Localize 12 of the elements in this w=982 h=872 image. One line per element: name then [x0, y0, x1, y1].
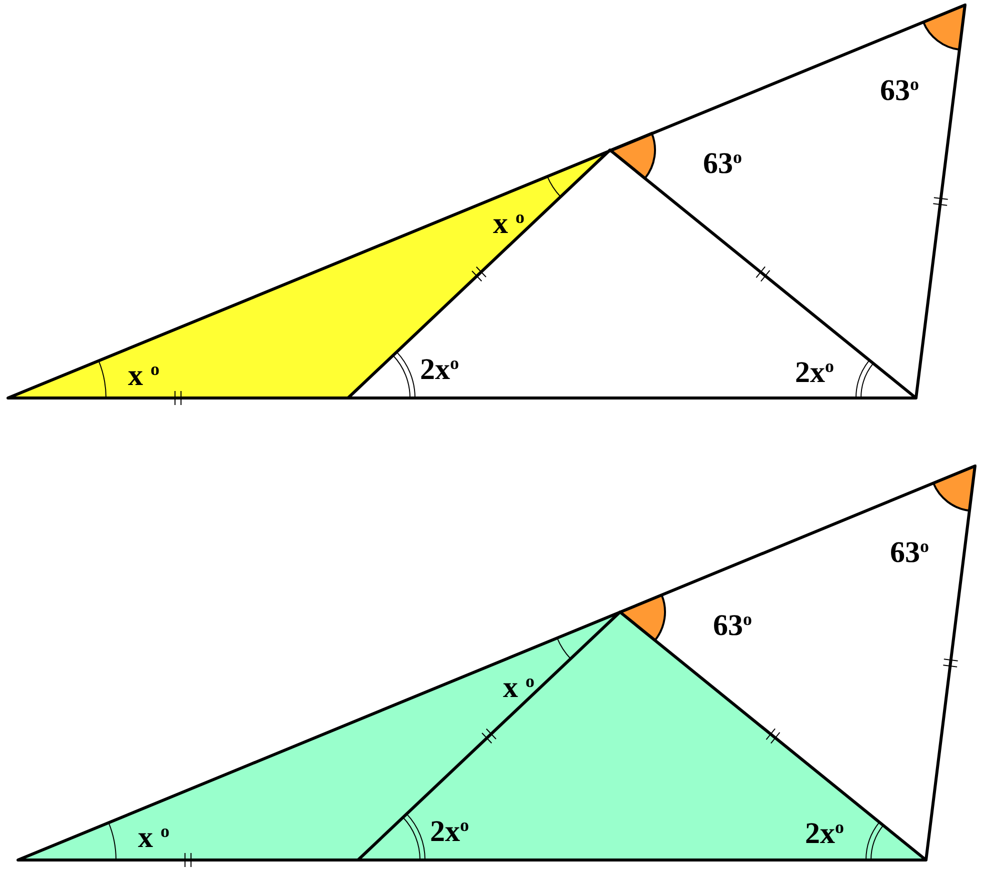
angle-label: 2x$^{o}$: [430, 816, 469, 847]
angle-label: 63$^{o}$: [703, 148, 742, 179]
angle-label: x $^{o}$: [493, 208, 524, 239]
angle-label: 2x$^{o}$: [795, 357, 834, 388]
angle-label: x $^{o}$: [503, 672, 534, 703]
angle-label: x $^{o}$: [138, 822, 170, 853]
angle-label: 63$^{o}$: [880, 75, 919, 106]
angle-label: 2x$^{o}$: [805, 818, 844, 849]
angle-label: 2x$^{o}$: [420, 354, 459, 385]
angle-label: 63$^{o}$: [890, 537, 929, 568]
angle-label: 63$^{o}$: [713, 610, 752, 641]
angle-label: x $^{o}$: [128, 360, 160, 391]
